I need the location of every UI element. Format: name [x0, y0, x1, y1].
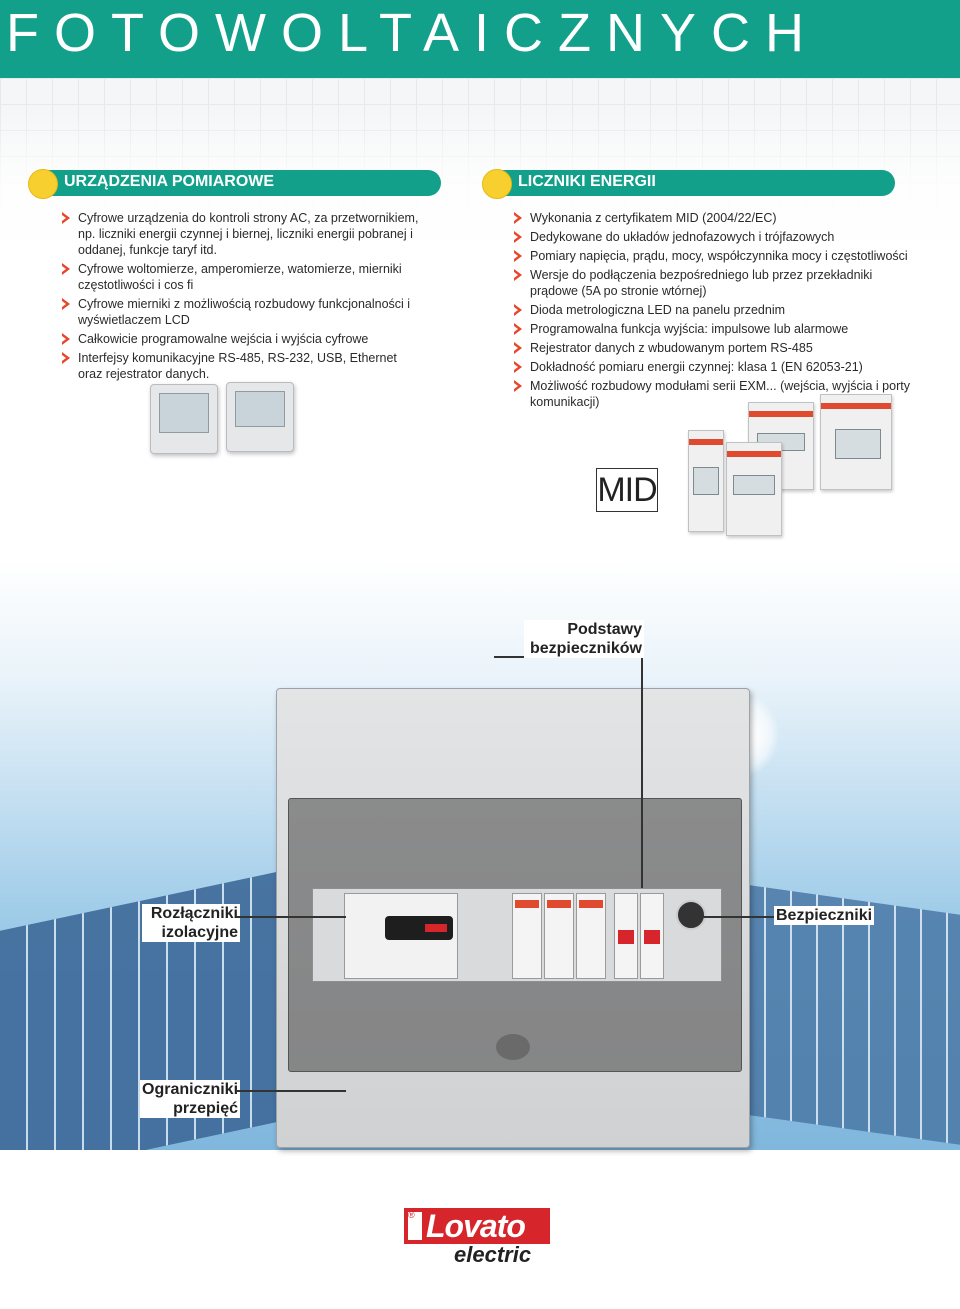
callout-line — [236, 1090, 346, 1092]
arrow-bullet-icon — [514, 304, 522, 316]
arrow-bullet-icon — [514, 212, 522, 224]
arrow-bullet-icon — [514, 231, 522, 243]
callout-surge-protectors: Ograniczniki przepięć — [140, 1080, 240, 1118]
list-item: Dioda metrologiczna LED na panelu przedn… — [514, 302, 914, 318]
arrow-bullet-icon — [62, 263, 70, 275]
list-item: Cyfrowe mierniki z możliwością rozbudowy… — [62, 296, 422, 328]
meter-display — [693, 467, 719, 495]
meter-display — [733, 475, 775, 495]
callout-fuse-bases: Podstawy bezpieczników — [524, 620, 644, 658]
list-item: Możliwość rozbudowy modułami serii EXM..… — [514, 378, 914, 410]
section-title: URZĄDZENIA POMIAROWE — [64, 173, 275, 190]
section-header-measuring: URZĄDZENIA POMIAROWE — [28, 169, 441, 199]
arrow-bullet-icon — [514, 380, 522, 392]
list-item: Całkowicie programowalne wejścia i wyjśc… — [62, 331, 422, 347]
surge-arrester — [576, 893, 606, 979]
registered-mark: ® — [408, 1210, 415, 1220]
switch-handle — [385, 916, 453, 940]
arrow-bullet-icon — [514, 361, 522, 373]
section-title: LICZNIKI ENERGII — [518, 173, 656, 190]
fuse-holder — [640, 893, 664, 979]
list-item: Dokładność pomiaru energii czynnej: klas… — [514, 359, 914, 375]
callout-fuses: Bezpieczniki — [774, 906, 874, 925]
indicator-lamp — [676, 900, 706, 930]
list-item: Wykonania z certyfikatem MID (2004/22/EC… — [514, 210, 914, 226]
isolator-switch — [344, 893, 458, 979]
switch-handle-indicator — [425, 924, 447, 932]
meter-display — [835, 429, 881, 459]
bullet-dot-icon — [482, 169, 512, 199]
fuse-indicator — [644, 930, 660, 944]
arrow-bullet-icon — [514, 250, 522, 262]
logo-subtitle: electric — [454, 1242, 532, 1267]
meter-screen — [159, 393, 209, 433]
panel-meter-image — [150, 384, 218, 454]
list-item: Cyfrowe woltomierze, amperomierze, watom… — [62, 261, 422, 293]
arrow-bullet-icon — [514, 269, 522, 281]
arrow-bullet-icon — [514, 342, 522, 354]
list-item: Rejestrator danych z wbudowanym portem R… — [514, 340, 914, 356]
arrow-bullet-icon — [62, 212, 70, 224]
section-header-energy-meters: LICZNIKI ENERGII — [482, 169, 895, 199]
lovato-logo: ® Lovato electric — [404, 1208, 550, 1268]
panel-meter-image — [226, 382, 294, 452]
surge-arrester-tag — [547, 900, 571, 908]
page-title: FOTOWOLTAICZNYCH — [6, 3, 819, 63]
surge-arrester — [544, 893, 574, 979]
logo-red-block: ® Lovato — [404, 1208, 550, 1244]
energy-meter-feature-list: Wykonania z certyfikatem MID (2004/22/EC… — [514, 210, 914, 413]
arrow-bullet-icon — [62, 333, 70, 345]
surge-arrester-tag — [579, 900, 603, 908]
mid-certification-label: MID — [596, 468, 658, 512]
meter-red-strip — [821, 403, 891, 409]
meter-red-strip — [689, 439, 723, 445]
surge-arrester-tag — [515, 900, 539, 908]
bullet-dot-icon — [28, 169, 58, 199]
surge-arrester — [512, 893, 542, 979]
list-item: Dedykowane do układów jednofazowych i tr… — [514, 229, 914, 245]
header-banner: FOTOWOLTAICZNYCH — [0, 0, 960, 78]
arrow-bullet-icon — [62, 298, 70, 310]
logo-mark — [408, 1212, 422, 1240]
arrow-bullet-icon — [514, 323, 522, 335]
din-meter-image — [820, 394, 892, 490]
callout-isolators: Rozłączniki izolacyjne — [142, 904, 240, 942]
measuring-feature-list: Cyfrowe urządzenia do kontroli strony AC… — [62, 210, 422, 385]
meter-screen — [235, 391, 285, 427]
cover-latch — [496, 1034, 530, 1060]
list-item: Wersje do podłączenia bezpośredniego lub… — [514, 267, 914, 299]
callout-line — [641, 656, 643, 888]
fuse-holder — [614, 893, 638, 979]
din-meter-image — [688, 430, 724, 532]
arrow-bullet-icon — [62, 352, 70, 364]
din-meter-image — [726, 442, 782, 536]
meter-red-strip — [727, 451, 781, 457]
list-item: Pomiary napięcia, prądu, mocy, współczyn… — [514, 248, 914, 264]
logo-brand: Lovato — [426, 1208, 526, 1244]
list-item: Programowalna funkcja wyjścia: impulsowe… — [514, 321, 914, 337]
list-item: Interfejsy komunikacyjne RS-485, RS-232,… — [62, 350, 422, 382]
fuse-indicator — [618, 930, 634, 944]
list-item: Cyfrowe urządzenia do kontroli strony AC… — [62, 210, 422, 258]
callout-line — [700, 916, 774, 918]
callout-line — [236, 916, 346, 918]
meter-red-strip — [749, 411, 813, 417]
